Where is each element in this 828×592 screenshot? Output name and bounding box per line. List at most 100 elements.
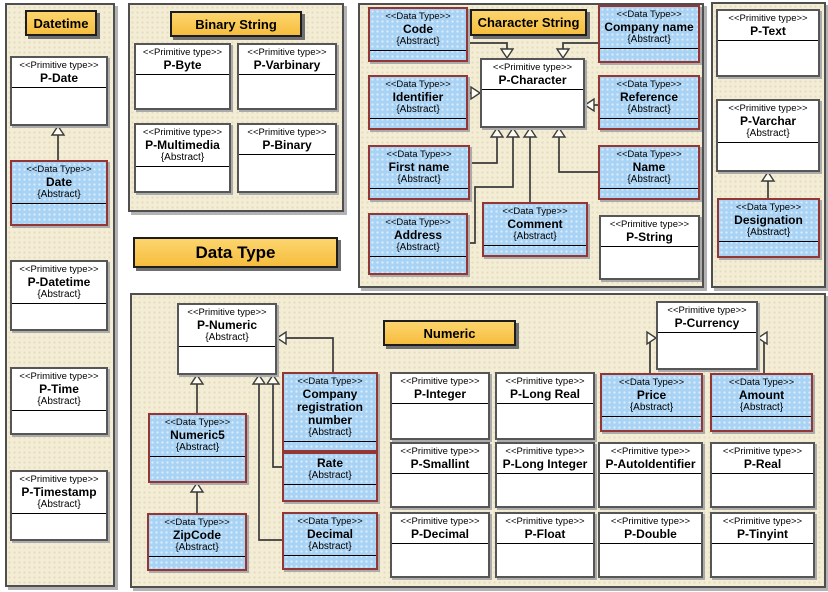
abstract-label: {Abstract} [37,396,81,407]
class-company-name[interactable]: <<Data Type>> Company name {Abstract} [598,5,700,63]
class-header: <<Data Type>> Price {Abstract} [602,375,701,416]
attribute-compartment [601,246,698,278]
class-p-binary[interactable]: <<Primitive type>> P-Binary [237,123,337,193]
group-title-label: Binary String [195,16,277,32]
class-name: P-Real [743,457,782,471]
abstract-label: {Abstract} [37,289,81,300]
abstract-label: {Abstract} [746,227,791,238]
class-name: P-Double [624,527,677,541]
attribute-compartment [370,50,466,60]
attribute-compartment [239,154,335,191]
class-header: <<Primitive type>> P-Multimedia {Abstrac… [136,125,229,166]
class-p-datetime[interactable]: <<Primitive type>> P-Datetime {Abstract} [10,260,108,331]
class-first-name[interactable]: <<Data Type>> First name {Abstract} [368,145,470,200]
attribute-compartment [179,346,275,373]
class-name: First name [388,160,450,174]
class-header: <<Primitive type>> P-String [601,217,698,246]
class-p-currency[interactable]: <<Primitive type>> P-Currency [656,301,758,370]
class-zipcode[interactable]: <<Data Type>> ZipCode {Abstract} [147,513,247,571]
character-string-title[interactable]: Character String [470,9,587,36]
abstract-label: {Abstract} [175,442,220,453]
class-decimal[interactable]: <<Data Type>> Decimal {Abstract} [282,512,378,570]
class-p-timestamp[interactable]: <<Primitive type>> P-Timestamp {Abstract… [10,470,108,541]
class-p-string[interactable]: <<Primitive type>> P-String [599,215,700,280]
class-amount[interactable]: <<Data Type>> Amount {Abstract} [710,373,813,432]
attribute-compartment [136,166,229,191]
class-code[interactable]: <<Data Type>> Code {Abstract} [368,7,468,62]
datetime-title[interactable]: Datetime [25,10,97,36]
class-p-character[interactable]: <<Primitive type>> P-Character [480,58,585,128]
abstract-label: {Abstract} [396,242,440,253]
class-p-time[interactable]: <<Primitive type>> P-Time {Abstract} [10,367,108,435]
class-p-tinyint[interactable]: <<Primitive type>> P-Tinyint [710,512,815,578]
attribute-compartment [718,142,818,170]
class-p-decimal[interactable]: <<Primitive type>> P-Decimal [390,512,490,578]
class-header: <<Primitive type>> P-Date [12,58,106,87]
stereotype-label: <<Data Type>> [616,149,682,160]
attribute-compartment [136,74,229,108]
class-header: <<Primitive type>> P-Integer [392,374,488,403]
class-identifier[interactable]: <<Data Type>> Identifier {Abstract} [368,75,468,130]
class-comment[interactable]: <<Data Type>> Comment {Abstract} [482,202,588,257]
class-p-byte[interactable]: <<Primitive type>> P-Byte [134,43,231,110]
class-p-integer[interactable]: <<Primitive type>> P-Integer [390,372,490,440]
stereotype-label: <<Primitive type>> [505,446,585,457]
class-name: P-AutoIdentifier [605,457,696,471]
class-name: P-Character [498,73,567,87]
class-reference[interactable]: <<Data Type>> Reference {Abstract} [598,75,700,130]
class-header: <<Primitive type>> P-Currency [658,303,756,332]
class-p-numeric[interactable]: <<Primitive type>> P-Numeric {Abstract} [177,303,277,375]
abstract-label: {Abstract} [396,104,440,115]
class-header: <<Data Type>> Code {Abstract} [370,9,466,50]
attribute-compartment [392,543,488,576]
class-name[interactable]: <<Data Type>> Name {Abstract} [598,145,700,200]
class-header: <<Primitive type>> P-Datetime {Abstract} [12,262,106,303]
class-company-registration-number[interactable]: <<Data Type>> Company registration numbe… [282,372,378,452]
numeric-title[interactable]: Numeric [383,320,516,346]
class-header: <<Primitive type>> P-Real [712,444,813,473]
class-p-text[interactable]: <<Primitive type>> P-Text [716,9,820,77]
class-p-smallint[interactable]: <<Primitive type>> P-Smallint [390,442,490,508]
class-price[interactable]: <<Data Type>> Price {Abstract} [600,373,703,432]
class-p-real[interactable]: <<Primitive type>> P-Real [710,442,815,508]
class-header: <<Primitive type>> P-Varbinary [239,45,335,74]
class-name: P-Currency [674,316,740,330]
class-p-double[interactable]: <<Primitive type>> P-Double [598,512,703,578]
stereotype-label: <<Primitive type>> [19,264,99,275]
data-type-title[interactable]: Data Type [133,237,338,268]
attribute-compartment [239,74,335,108]
class-p-varbinary[interactable]: <<Primitive type>> P-Varbinary [237,43,337,110]
binary-string-title[interactable]: Binary String [170,11,302,37]
attribute-compartment [600,473,701,506]
class-date[interactable]: <<Data Type>> Date {Abstract} [10,160,108,226]
abstract-label: {Abstract} [37,499,81,510]
class-rate[interactable]: Rate {Abstract} [282,452,378,502]
class-p-varchar[interactable]: <<Primitive type>> P-Varchar {Abstract} [716,99,820,172]
class-p-float[interactable]: <<Primitive type>> P-Float [495,512,595,578]
stereotype-label: <<Primitive type>> [142,127,223,138]
class-p-multimedia[interactable]: <<Primitive type>> P-Multimedia {Abstrac… [134,123,231,193]
attribute-compartment [497,473,593,506]
attribute-compartment [12,87,106,124]
stereotype-label: <<Data Type>> [385,217,451,228]
attribute-compartment [719,241,818,256]
class-p-autoidentifier[interactable]: <<Primitive type>> P-AutoIdentifier [598,442,703,508]
class-p-date[interactable]: <<Primitive type>> P-Date [10,56,108,126]
class-header: <<Primitive type>> P-Character [482,60,583,89]
class-name: P-Decimal [410,527,470,541]
class-name: P-String [626,230,673,244]
class-numeric5[interactable]: <<Data Type>> Numeric5 {Abstract} [148,413,247,483]
class-address[interactable]: <<Data Type>> Address {Abstract} [368,213,468,275]
stereotype-label: <<Data Type>> [386,149,452,160]
abstract-label: {Abstract} [629,402,674,413]
class-p-long-real[interactable]: <<Primitive type>> P-Long Real [495,372,595,440]
stereotype-label: <<Data Type>> [297,376,363,387]
class-p-long-integer[interactable]: <<Primitive type>> P-Long Integer [495,442,595,508]
class-designation[interactable]: <<Data Type>> Designation {Abstract} [717,198,820,258]
stereotype-label: <<Primitive type>> [400,446,480,457]
group-title-label: Data Type [195,242,276,262]
class-name: Company name [604,20,694,34]
class-name: Date [45,175,72,189]
stereotype-label: <<Data Type>> [735,202,802,213]
